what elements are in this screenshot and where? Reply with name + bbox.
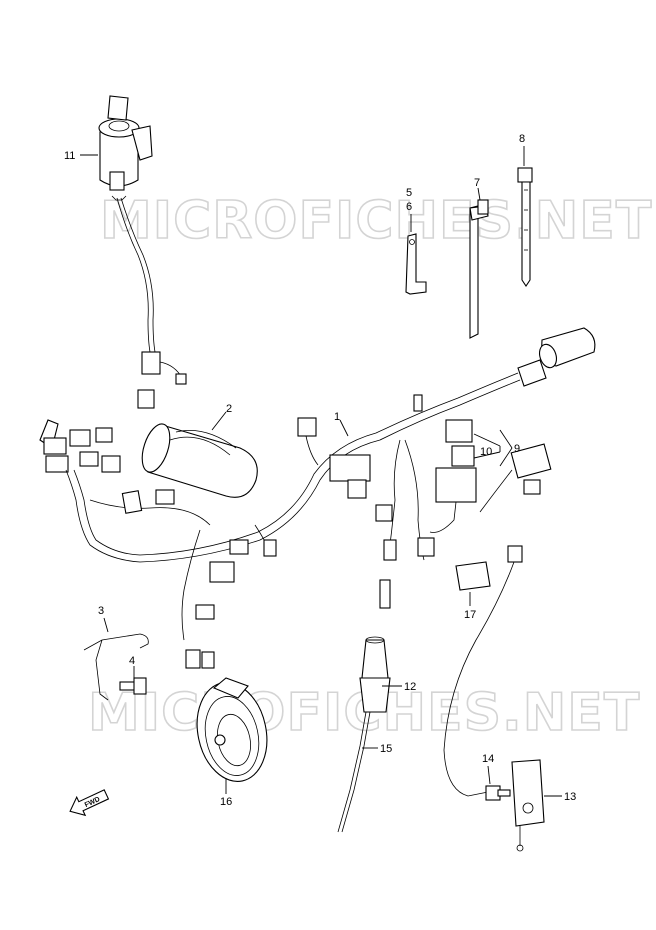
callout-1: 1 [334, 411, 340, 423]
callout-3: 3 [98, 605, 104, 617]
watermark-top: MICROFICHES.NET [100, 191, 652, 251]
clamp-band [469, 199, 489, 339]
callout-15: 15 [380, 743, 392, 755]
condenser-cylinder [141, 423, 258, 498]
callout-9: 9 [514, 443, 520, 455]
callout-5: 5 [406, 187, 412, 199]
bolt-4 [119, 677, 147, 695]
relay-assembly [429, 419, 552, 533]
sensor-13 [443, 545, 545, 852]
wiring-harness [39, 327, 596, 669]
callout-16: 16 [220, 796, 232, 808]
callout-2: 2 [226, 403, 232, 415]
horn [196, 677, 268, 782]
callout-13: 13 [564, 791, 576, 803]
callout-14: 14 [482, 753, 494, 765]
callout-6: 6 [406, 201, 412, 213]
wire-clip [83, 633, 149, 701]
bolt-14 [485, 785, 511, 801]
callout-7: 7 [474, 177, 480, 189]
ignition-switch [98, 95, 153, 201]
callout-8: 8 [519, 133, 525, 145]
label-sticker [455, 561, 491, 591]
switch-12 [359, 636, 391, 713]
cable-15 [337, 711, 367, 833]
callout-17: 17 [464, 609, 476, 621]
forward-direction-arrow: FWD [69, 789, 110, 817]
callout-4: 4 [129, 655, 135, 667]
callout-12: 12 [404, 681, 416, 693]
cable-tie [517, 167, 533, 287]
callout-10: 10 [480, 446, 492, 458]
ignition-cable [116, 197, 151, 353]
bracket-5-6 [405, 233, 427, 295]
ignition-connector [141, 351, 161, 375]
callout-11: 11 [64, 150, 75, 162]
